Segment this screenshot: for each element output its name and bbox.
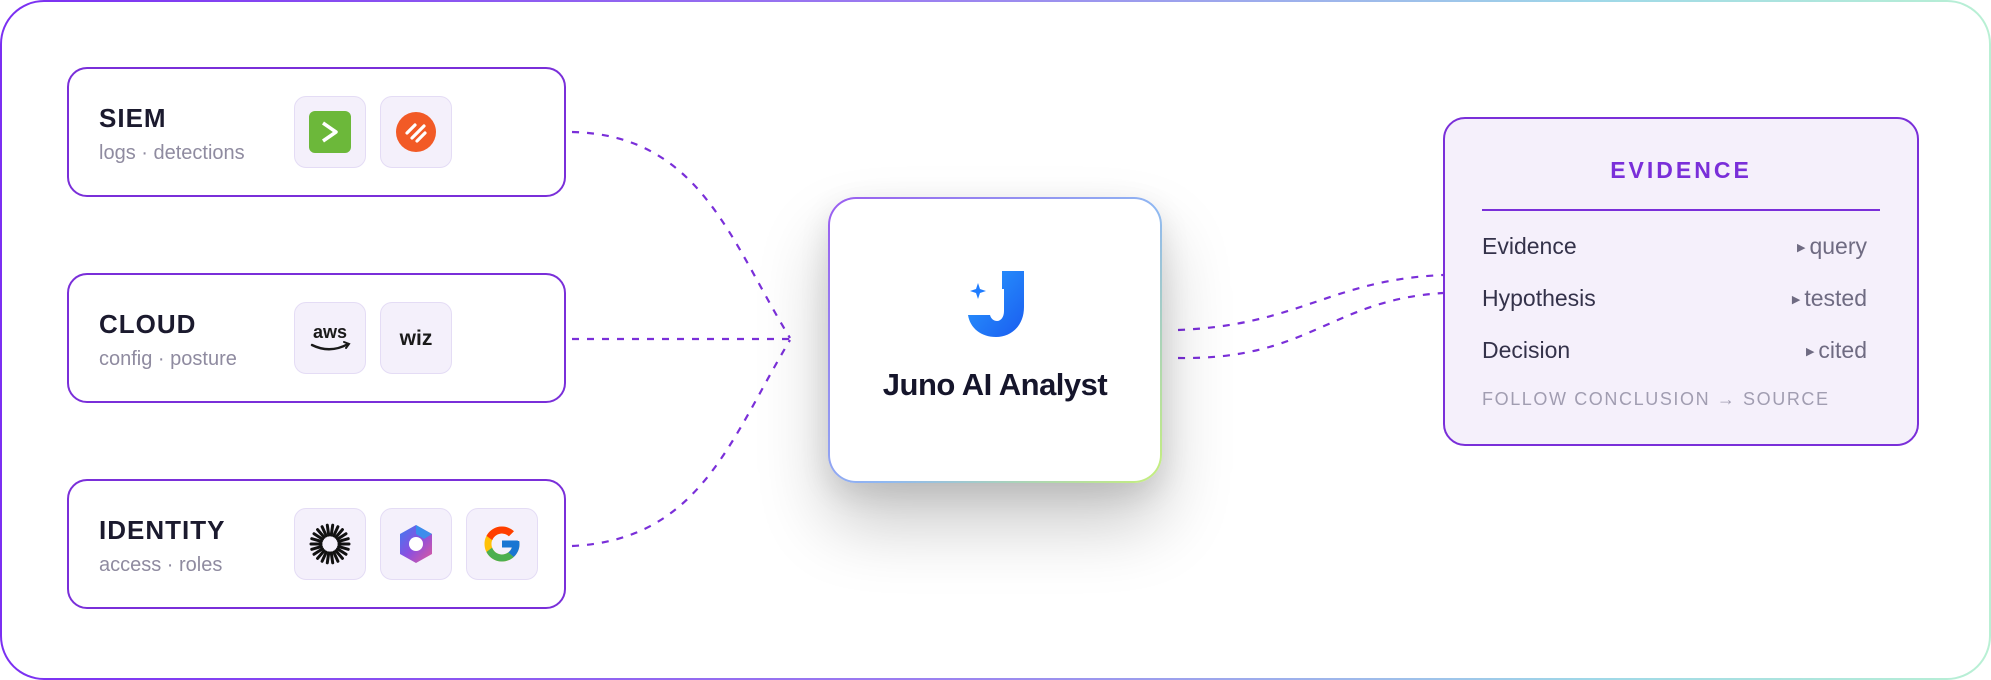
source-title: SIEM bbox=[99, 103, 167, 133]
evidence-row-value-wrap: ▶cited bbox=[1806, 337, 1867, 364]
source-cloud: CLOUD config · posture aws wiz bbox=[67, 273, 566, 403]
connector-siem bbox=[571, 130, 791, 339]
wiz-wordmark: wiz bbox=[399, 327, 433, 350]
triangle-right-icon: ▶ bbox=[1791, 294, 1801, 306]
terminal-prompt-icon bbox=[294, 96, 366, 168]
evidence-row: Evidence ▶query bbox=[1482, 233, 1867, 263]
evidence-row-label: Hypothesis bbox=[1482, 285, 1596, 311]
source-subtitle: access · roles bbox=[99, 554, 223, 576]
google-icon bbox=[466, 508, 538, 580]
evidence-row: Hypothesis ▶tested bbox=[1482, 285, 1867, 315]
juno-logo-icon bbox=[968, 271, 1024, 337]
okta-icon bbox=[294, 508, 366, 580]
evidence-row-value-wrap: ▶tested bbox=[1792, 285, 1867, 312]
source-identity: IDENTITY access · roles bbox=[67, 479, 566, 609]
evidence-divider bbox=[1482, 209, 1880, 211]
connector-identity bbox=[571, 339, 791, 548]
source-siem: SIEM logs · detections bbox=[67, 67, 566, 197]
microsoft-365-icon bbox=[380, 508, 452, 580]
aws-wordmark: aws bbox=[313, 322, 347, 342]
evidence-row-label: Evidence bbox=[1482, 233, 1577, 259]
source-subtitle: logs · detections bbox=[99, 142, 245, 164]
evidence-row-value: tested bbox=[1804, 285, 1867, 311]
juno-ai-analyst-node: Juno AI Analyst bbox=[828, 197, 1162, 483]
triangle-right-icon: ▶ bbox=[1796, 242, 1806, 254]
evidence-footer: FOLLOW CONCLUSION → SOURCE bbox=[1482, 389, 1830, 409]
aws-icon: aws bbox=[294, 302, 366, 374]
evidence-row: Decision ▶cited bbox=[1482, 337, 1867, 367]
evidence-heading: EVIDENCE bbox=[1610, 157, 1752, 183]
evidence-row-value: cited bbox=[1818, 337, 1867, 363]
source-subtitle: config · posture bbox=[99, 348, 237, 370]
evidence-row-value: query bbox=[1809, 233, 1867, 259]
source-title: CLOUD bbox=[99, 309, 197, 339]
evidence-row-value-wrap: ▶query bbox=[1797, 233, 1867, 260]
paloalto-icon bbox=[380, 96, 452, 168]
source-title: IDENTITY bbox=[99, 515, 226, 545]
center-label: Juno AI Analyst bbox=[882, 367, 1108, 402]
triangle-right-icon: ▶ bbox=[1805, 346, 1815, 358]
connector-evidence-upper bbox=[1177, 273, 1444, 332]
connector-evidence-lower bbox=[1177, 291, 1444, 360]
evidence-panel: EVIDENCE Evidence ▶query Hypothesis ▶tes… bbox=[1443, 117, 1919, 446]
wiz-icon: wiz bbox=[380, 302, 452, 374]
evidence-row-label: Decision bbox=[1482, 337, 1571, 363]
